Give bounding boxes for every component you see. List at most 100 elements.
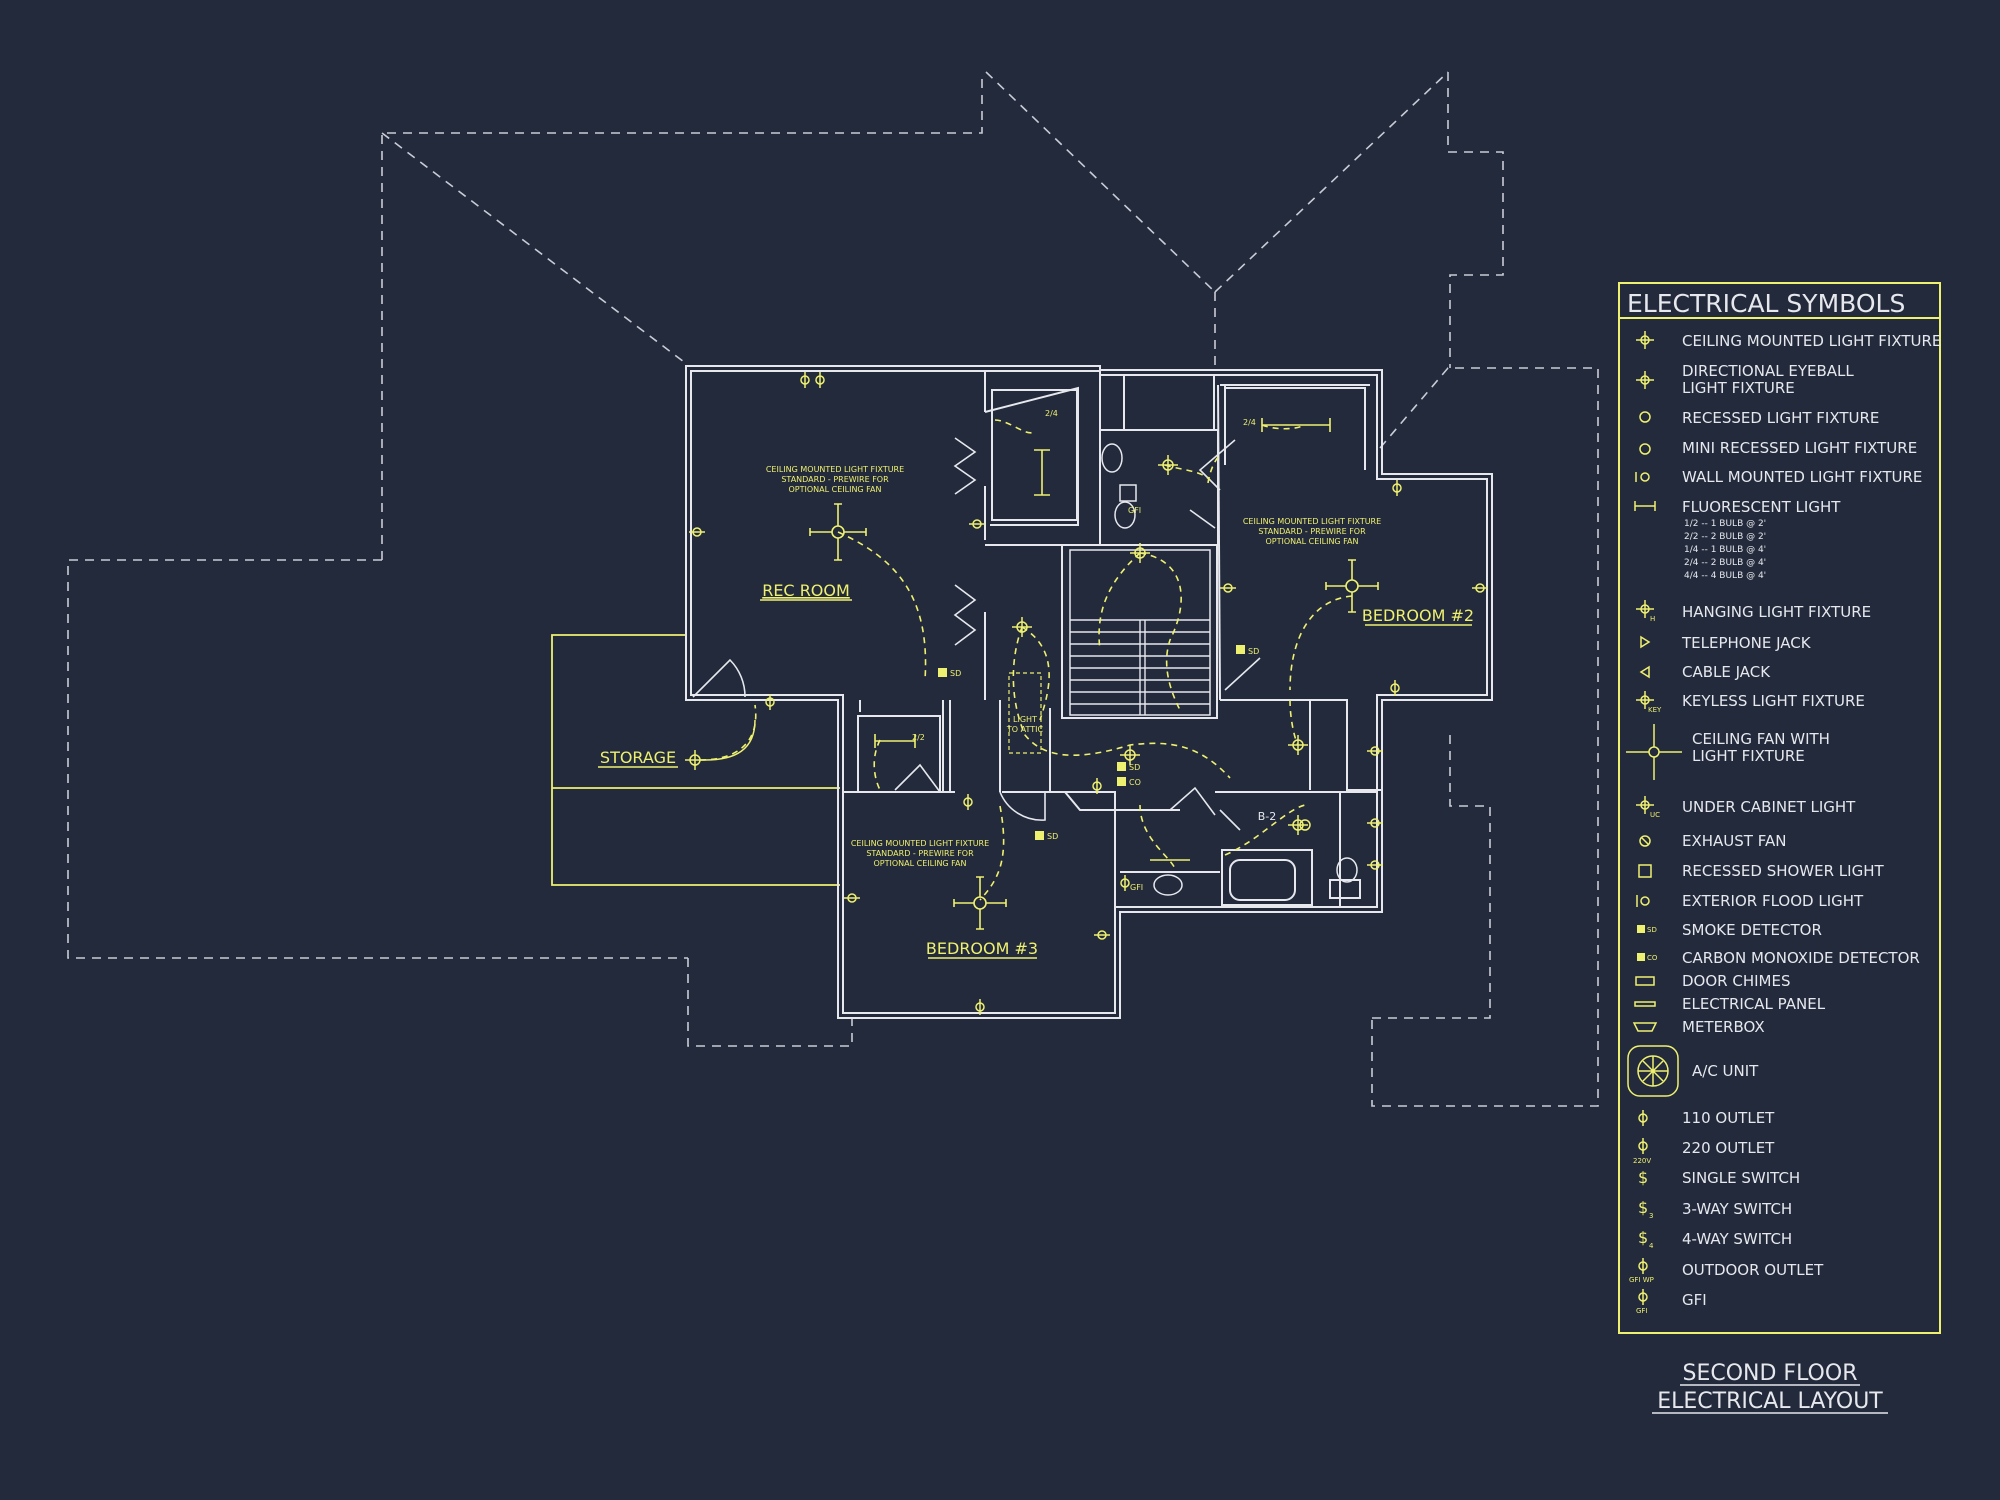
svg-text:OPTIONAL CEILING FAN: OPTIONAL CEILING FAN xyxy=(1266,537,1359,546)
svg-text:DOOR CHIMES: DOOR CHIMES xyxy=(1682,972,1790,990)
legend-symbol-marks: H KEY UC SD CO 220V 3 4 GFI WP GFI xyxy=(1629,615,1662,1315)
bedroom2-label: BEDROOM #2 xyxy=(1362,606,1474,625)
rec-room-label: REC ROOM xyxy=(762,581,850,600)
svg-text:UNDER CABINET LIGHT: UNDER CABINET LIGHT xyxy=(1682,798,1856,816)
walls xyxy=(685,365,1493,1019)
telephone-jack-icon xyxy=(1640,635,1651,649)
svg-text:CO: CO xyxy=(1647,954,1658,962)
svg-text:SMOKE DETECTOR: SMOKE DETECTOR xyxy=(1682,921,1822,939)
svg-text:4/4 -- 4 BULB @ 4': 4/4 -- 4 BULB @ 4' xyxy=(1684,571,1766,581)
recessed-light-icon xyxy=(1639,411,1651,423)
svg-text:2/2 -- 2 BULB @ 2': 2/2 -- 2 BULB @ 2' xyxy=(1684,532,1766,542)
svg-text:CEILING MOUNTED LIGHT FIXTURE: CEILING MOUNTED LIGHT FIXTURE xyxy=(1682,332,1941,350)
bath2-label: B-2 xyxy=(1258,810,1277,823)
wiring-paths xyxy=(699,419,1353,901)
svg-text:SD: SD xyxy=(950,669,961,678)
svg-text:STANDARD - PREWIRE FOR: STANDARD - PREWIRE FOR xyxy=(781,475,889,484)
plan-tags: SD SD SD CO SD GFI GFI 2/4 2/4 2/2 xyxy=(912,409,1259,892)
svg-text:WALL MOUNTED LIGHT FIXTURE: WALL MOUNTED LIGHT FIXTURE xyxy=(1682,468,1922,486)
ceiling-fan-icon xyxy=(953,876,1007,930)
legend-labels: CEILING MOUNTED LIGHT FIXTURE DIRECTIONA… xyxy=(1681,332,1941,1309)
hanging-light-icon xyxy=(1636,600,1654,618)
storage-area xyxy=(551,634,840,886)
svg-text:3-WAY SWITCH: 3-WAY SWITCH xyxy=(1682,1200,1792,1218)
cable-jack-icon xyxy=(1639,665,1650,679)
roof-outline xyxy=(67,71,1599,1107)
svg-text:FLUORESCENT LIGHT: FLUORESCENT LIGHT xyxy=(1682,498,1841,516)
legend-switch-icons: $ $ $ xyxy=(1638,1168,1648,1247)
svg-text:4-WAY SWITCH: 4-WAY SWITCH xyxy=(1682,1230,1792,1248)
svg-text:GFI: GFI xyxy=(1128,506,1141,515)
legend-box xyxy=(1618,282,1941,1334)
door-chimes-icon xyxy=(1635,976,1655,986)
meterbox-icon xyxy=(1632,1022,1658,1032)
svg-text:A/C UNIT: A/C UNIT xyxy=(1692,1062,1759,1080)
fan-note-rec: CEILING MOUNTED LIGHT FIXTURE STANDARD -… xyxy=(766,465,904,494)
three-way-switch-icon: $ xyxy=(1638,1198,1648,1217)
svg-text:OPTIONAL CEILING FAN: OPTIONAL CEILING FAN xyxy=(789,485,882,494)
co-detector-icon xyxy=(1637,953,1645,961)
bedroom3-label: BEDROOM #3 xyxy=(926,939,1038,958)
svg-text:110 OUTLET: 110 OUTLET xyxy=(1682,1109,1775,1127)
svg-text:CEILING MOUNTED LIGHT FIXTURE: CEILING MOUNTED LIGHT FIXTURE xyxy=(1243,517,1381,526)
wall-light-icon xyxy=(1635,472,1650,482)
svg-text:SD: SD xyxy=(1047,832,1058,841)
svg-text:RECESSED SHOWER LIGHT: RECESSED SHOWER LIGHT xyxy=(1682,862,1884,880)
ceiling-light-icon xyxy=(704,719,756,761)
svg-text:OUTDOOR OUTLET: OUTDOOR OUTLET xyxy=(1682,1261,1824,1279)
recessed-shower-icon xyxy=(1638,864,1652,878)
svg-text:1/4 -- 1 BULB @ 4': 1/4 -- 1 BULB @ 4' xyxy=(1684,545,1766,555)
svg-text:GFI: GFI xyxy=(1682,1291,1707,1309)
plumbing-fixtures xyxy=(1101,443,1358,896)
svg-text:CEILING MOUNTED LIGHT FIXTURE: CEILING MOUNTED LIGHT FIXTURE xyxy=(766,465,904,474)
svg-text:KEY: KEY xyxy=(1648,706,1662,714)
svg-text:CEILING FAN WITH: CEILING FAN WITH xyxy=(1692,730,1830,748)
keyless-light-icon xyxy=(1636,691,1654,709)
svg-text:DIRECTIONAL EYEBALL: DIRECTIONAL EYEBALL xyxy=(1682,362,1854,380)
svg-text:ELECTRICAL PANEL: ELECTRICAL PANEL xyxy=(1682,995,1826,1013)
svg-text:METERBOX: METERBOX xyxy=(1682,1018,1765,1036)
svg-text:LIGHT FIXTURE: LIGHT FIXTURE xyxy=(1682,379,1795,397)
legend-icons xyxy=(1626,331,1682,1305)
under-cabinet-light-icon xyxy=(1636,796,1654,814)
svg-text:2/4: 2/4 xyxy=(1243,418,1256,427)
svg-text:SINGLE SWITCH: SINGLE SWITCH xyxy=(1682,1169,1800,1187)
svg-text:1/2 -- 1 BULB @ 2': 1/2 -- 1 BULB @ 2' xyxy=(1684,519,1766,529)
ceiling-light-icon xyxy=(685,455,1311,835)
exhaust-fan-icon xyxy=(1639,835,1651,847)
ceiling-fan-icon xyxy=(809,503,867,561)
doors xyxy=(692,437,1261,831)
storage-label: STORAGE xyxy=(600,748,676,767)
sheet-title: SECOND FLOOR ELECTRICAL LAYOUT xyxy=(1652,1361,1888,1414)
outlet-110-icon xyxy=(1638,1110,1648,1126)
svg-text:SD: SD xyxy=(1647,926,1657,934)
svg-text:SD: SD xyxy=(1129,763,1140,772)
svg-text:2/4 -- 2 BULB @ 4': 2/4 -- 2 BULB @ 4' xyxy=(1684,558,1766,568)
svg-text:SD: SD xyxy=(1248,647,1259,656)
ceiling-fan-icon xyxy=(1626,724,1682,780)
stair-treads xyxy=(1070,619,1210,715)
ceiling-fan-icon xyxy=(1325,559,1379,613)
sheet-title-line1: SECOND FLOOR xyxy=(1683,1361,1858,1386)
outdoor-outlet-icon xyxy=(1638,1258,1648,1274)
svg-text:GFI: GFI xyxy=(1636,1307,1648,1315)
svg-text:220V: 220V xyxy=(1633,1157,1651,1165)
legend-title: ELECTRICAL SYMBOLS xyxy=(1627,289,1905,318)
svg-text:MINI RECESSED LIGHT FIXTURE: MINI RECESSED LIGHT FIXTURE xyxy=(1682,439,1917,457)
svg-text:TELEPHONE JACK: TELEPHONE JACK xyxy=(1681,634,1812,652)
light-to-attic-note: LIGHT TO ATTIC xyxy=(1006,672,1044,754)
svg-text:H: H xyxy=(1650,615,1655,623)
svg-text:GFI: GFI xyxy=(1130,883,1143,892)
svg-text:HANGING LIGHT FIXTURE: HANGING LIGHT FIXTURE xyxy=(1682,603,1871,621)
svg-text:220 OUTLET: 220 OUTLET xyxy=(1682,1139,1775,1157)
svg-text:EXTERIOR FLOOD LIGHT: EXTERIOR FLOOD LIGHT xyxy=(1682,892,1864,910)
smoke-detector-icon xyxy=(1637,925,1645,933)
fluorescent-light-icon xyxy=(874,418,1331,861)
single-switch-icon: $ xyxy=(1638,1168,1648,1187)
svg-text:STANDARD - PREWIRE FOR: STANDARD - PREWIRE FOR xyxy=(866,849,974,858)
mini-recessed-icon xyxy=(1639,443,1651,455)
svg-text:TO ATTIC: TO ATTIC xyxy=(1006,725,1044,734)
svg-text:CABLE JACK: CABLE JACK xyxy=(1682,663,1771,681)
fan-note-bedroom2: CEILING MOUNTED LIGHT FIXTURE STANDARD -… xyxy=(1243,517,1381,546)
